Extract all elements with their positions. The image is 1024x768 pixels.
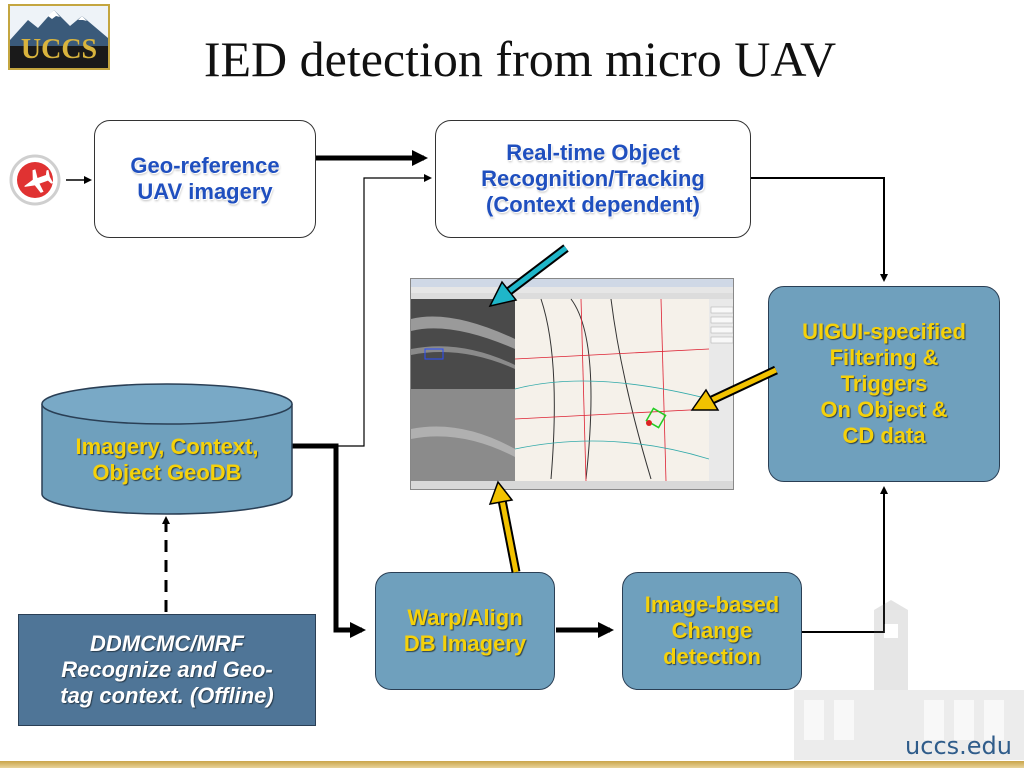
change-to-uigui-arrow	[802, 486, 888, 633]
realtime-line3: (Context dependent)	[486, 191, 700, 217]
uigui-line4: On Object &	[820, 396, 948, 422]
ddmcmc-line2: Recognize and Geo-	[61, 657, 273, 683]
footer-bar	[0, 761, 1024, 768]
realtime-box: Real-time Object Recognition/Tracking (C…	[435, 120, 751, 238]
uccs-logo: UCCS	[8, 4, 110, 70]
cyan-arrow	[488, 244, 569, 308]
page-title: IED detection from micro UAV	[203, 31, 837, 87]
uigui-line1: UIGUI-specified	[802, 319, 966, 345]
warp-line1: Warp/Align	[407, 605, 523, 631]
uigui-line2: Filtering &	[829, 345, 939, 371]
yellow-arrow-warp	[488, 480, 521, 573]
mountain-icon	[10, 6, 108, 46]
ddmcmc-line3: tag context. (Offline)	[60, 682, 274, 708]
footer-url: uccs.edu	[905, 732, 1012, 760]
realtime-to-uigui-arrow	[750, 177, 888, 282]
uigui-line3: Triggers	[840, 371, 928, 397]
georef-line1: Geo-reference	[130, 153, 280, 179]
change-line3: detection	[663, 643, 761, 669]
realtime-line2: Recognition/Tracking	[481, 166, 705, 192]
change-line2: Change	[671, 618, 753, 644]
georef-line2: UAV imagery	[137, 179, 273, 204]
georef-box: Geo-reference UAV imagery	[94, 120, 316, 238]
map-viewer-screenshot	[410, 278, 734, 490]
airplane-icon	[9, 154, 61, 206]
ddmcmc-line1: DDMCMC/MRF	[90, 631, 244, 657]
change-box: Image-based Change detection	[622, 572, 802, 690]
yellow-arrow-uigui	[690, 365, 778, 411]
uigui-line5: CD data	[842, 422, 926, 448]
geodb-cylinder	[41, 383, 293, 515]
ddmcmc-box: DDMCMC/MRF Recognize and Geo- tag contex…	[18, 614, 316, 726]
map-viewer-image	[411, 279, 733, 489]
realtime-line1: Real-time Object	[506, 140, 680, 166]
geodb-to-warp-arrow	[292, 443, 366, 638]
logo-text: UCCS	[20, 34, 98, 65]
uigui-box: UIGUI-specified Filtering & Triggers On …	[768, 286, 1000, 482]
campus-building-watermark	[794, 600, 1024, 760]
warp-box: Warp/Align DB Imagery	[375, 572, 555, 690]
warp-line2: DB Imagery	[403, 631, 527, 656]
change-line1: Image-based	[644, 592, 780, 618]
